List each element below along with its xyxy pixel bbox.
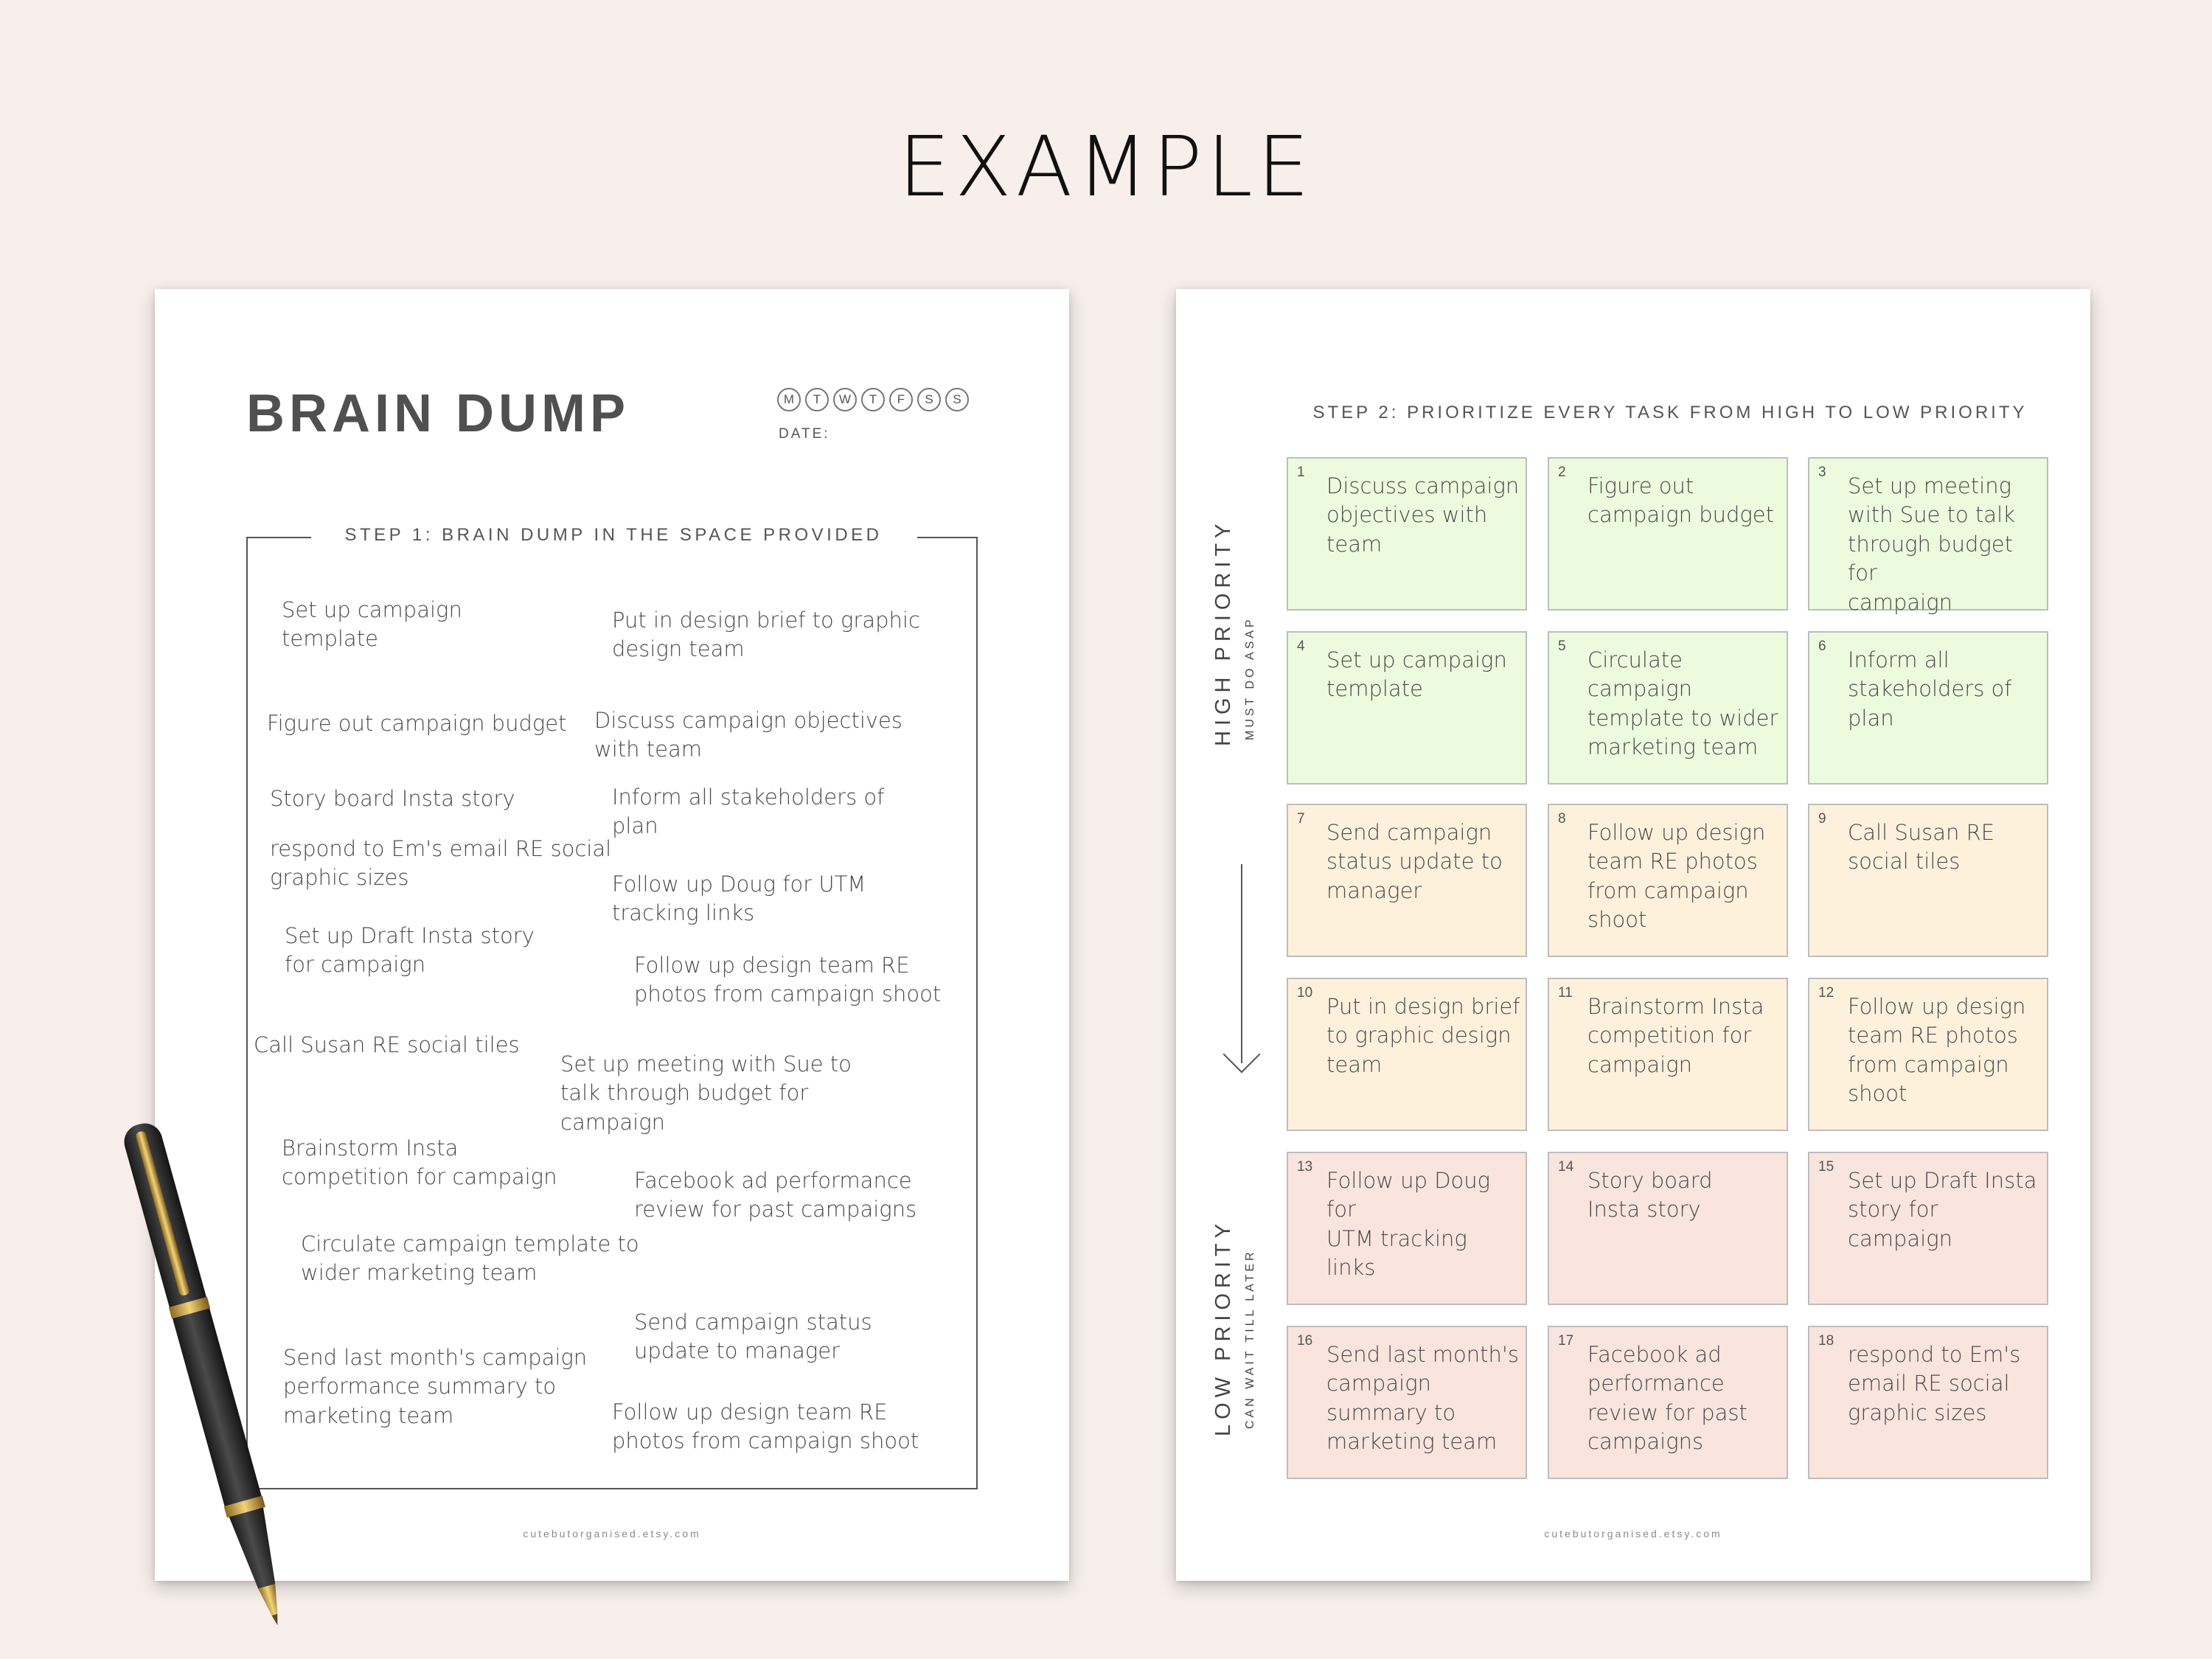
task-text: Follow up Doug for UTM tracking links (1326, 1168, 1491, 1281)
brain-dump-item: Put in design brief to graphic design te… (612, 608, 920, 662)
task-text: respond to Em's email RE social graphic … (1848, 1342, 2021, 1425)
high-priority-sublabel: MUST DO ASAP (1244, 616, 1256, 740)
weekday-selector: M T W T F S S (777, 388, 969, 411)
task-text: Send last month's campaign summary to ma… (1326, 1342, 1519, 1455)
task-text: Set up meeting with Sue to talk through … (1848, 473, 2015, 615)
brain-dump-item: Call Susan RE social tiles (254, 1032, 520, 1057)
task-text: Set up campaign template (1326, 647, 1507, 702)
task-text: Put in design brief to graphic design te… (1326, 994, 1520, 1077)
brain-dump-box-top-border (246, 537, 978, 538)
brain-dump-title: BRAIN DUMP (246, 384, 630, 443)
task-number: 5 (1558, 639, 1566, 654)
date-label: DATE: (779, 426, 830, 442)
brain-dump-item: Story board Insta story (270, 786, 515, 811)
task-number: 12 (1818, 985, 1834, 1001)
brain-dump-item: Follow up design team RE photos from cam… (612, 1399, 919, 1454)
task-number: 14 (1558, 1159, 1574, 1175)
brain-dump-item: Follow up design team RE photos from cam… (634, 953, 942, 1007)
low-priority-label: LOW PRIORITY (1211, 1218, 1235, 1436)
task-number: 6 (1818, 639, 1826, 654)
day-circle[interactable]: M (777, 388, 801, 411)
priority-arrow-line (1241, 864, 1242, 1063)
brain-dump-item: Set up Draft Insta story for campaign (285, 923, 535, 978)
task-text: Story board Insta story (1587, 1168, 1713, 1222)
step2-label: STEP 2: PRIORITIZE EVERY TASK FROM HIGH … (1312, 403, 2028, 422)
task-number: 13 (1297, 1159, 1313, 1175)
brain-dump-item: Send last month's campaign performance s… (283, 1345, 588, 1428)
task-number: 2 (1558, 465, 1566, 480)
task-text: Figure out campaign budget (1587, 473, 1775, 528)
brain-dump-item: Figure out campaign budget (267, 711, 567, 736)
task-cell: 18 respond to Em's email RE social graphi… (1808, 1326, 2048, 1479)
brain-dump-item: Discuss campaign objectives with team (594, 708, 902, 762)
arrow-down-icon (1222, 1035, 1261, 1074)
day-circle[interactable]: T (805, 388, 829, 411)
task-text: Circulate campaign template to wider mar… (1587, 647, 1778, 760)
task-number: 11 (1558, 985, 1573, 1001)
day-circle[interactable]: F (889, 388, 913, 411)
brain-dump-box (246, 537, 978, 1489)
day-circle[interactable]: W (833, 388, 857, 411)
step1-label: STEP 1: BRAIN DUMP IN THE SPACE PROVIDED (344, 525, 883, 545)
high-priority-label: HIGH PRIORITY (1211, 518, 1235, 746)
footer-url: cutebutorganised.etsy.com (523, 1528, 701, 1540)
day-circle[interactable]: T (861, 388, 885, 411)
task-number: 8 (1558, 811, 1566, 827)
task-number: 4 (1297, 639, 1305, 654)
brain-dump-item: Follow up Doug for UTM tracking links (612, 872, 866, 926)
brain-dump-item: Circulate campaign template to wider mar… (301, 1231, 639, 1286)
task-text: Follow up design team RE photos from cam… (1848, 994, 2026, 1107)
brain-dump-item: Brainstorm Insta competition for campaig… (282, 1135, 557, 1190)
footer-url: cutebutorganised.etsy.com (1544, 1528, 1722, 1540)
day-circle[interactable]: S (945, 388, 969, 411)
brain-dump-item: Send campaign status update to manager (634, 1310, 872, 1364)
task-number: 10 (1297, 985, 1313, 1001)
task-text: Brainstorm Insta competition for campaig… (1587, 994, 1764, 1077)
task-text: Call Susan RE social tiles (1848, 820, 1995, 874)
page-title: EXAMPLE (898, 119, 1314, 215)
low-priority-sublabel: CAN WAIT TILL LATER (1244, 1249, 1256, 1429)
task-number: 3 (1818, 465, 1826, 480)
task-text: Inform all stakeholders of plan (1848, 647, 2012, 731)
brain-dump-item: Set up meeting with Sue to talk through … (560, 1051, 852, 1135)
task-number: 9 (1818, 811, 1826, 827)
task-number: 1 (1297, 465, 1305, 480)
task-number: 18 (1818, 1333, 1834, 1349)
brain-dump-page: BRAIN DUMP M T W T F S S DATE: STEP 1: B… (155, 289, 1069, 1581)
prioritize-page: STEP 2: PRIORITIZE EVERY TASK FROM HIGH … (1176, 289, 2090, 1581)
task-text: Discuss campaign objectives with team (1326, 473, 1520, 557)
brain-dump-item: respond to Em's email RE social graphic … (270, 836, 612, 891)
brain-dump-item: Set up campaign template (282, 597, 462, 652)
task-number: 7 (1297, 811, 1305, 827)
task-text: Send campaign status update to manager (1326, 820, 1503, 903)
task-number: 15 (1818, 1159, 1834, 1175)
task-text: Set up Draft Insta story for campaign (1848, 1168, 2037, 1251)
task-number: 17 (1558, 1333, 1574, 1349)
task-text: Follow up design team RE photos from cam… (1587, 820, 1766, 933)
day-circle[interactable]: S (917, 388, 941, 411)
brain-dump-item: Facebook ad performance review for past … (634, 1168, 917, 1222)
task-text: Facebook ad performance review for past … (1587, 1342, 1747, 1455)
brain-dump-item: Inform all stakeholders of plan (612, 785, 885, 839)
task-number: 16 (1297, 1333, 1313, 1349)
